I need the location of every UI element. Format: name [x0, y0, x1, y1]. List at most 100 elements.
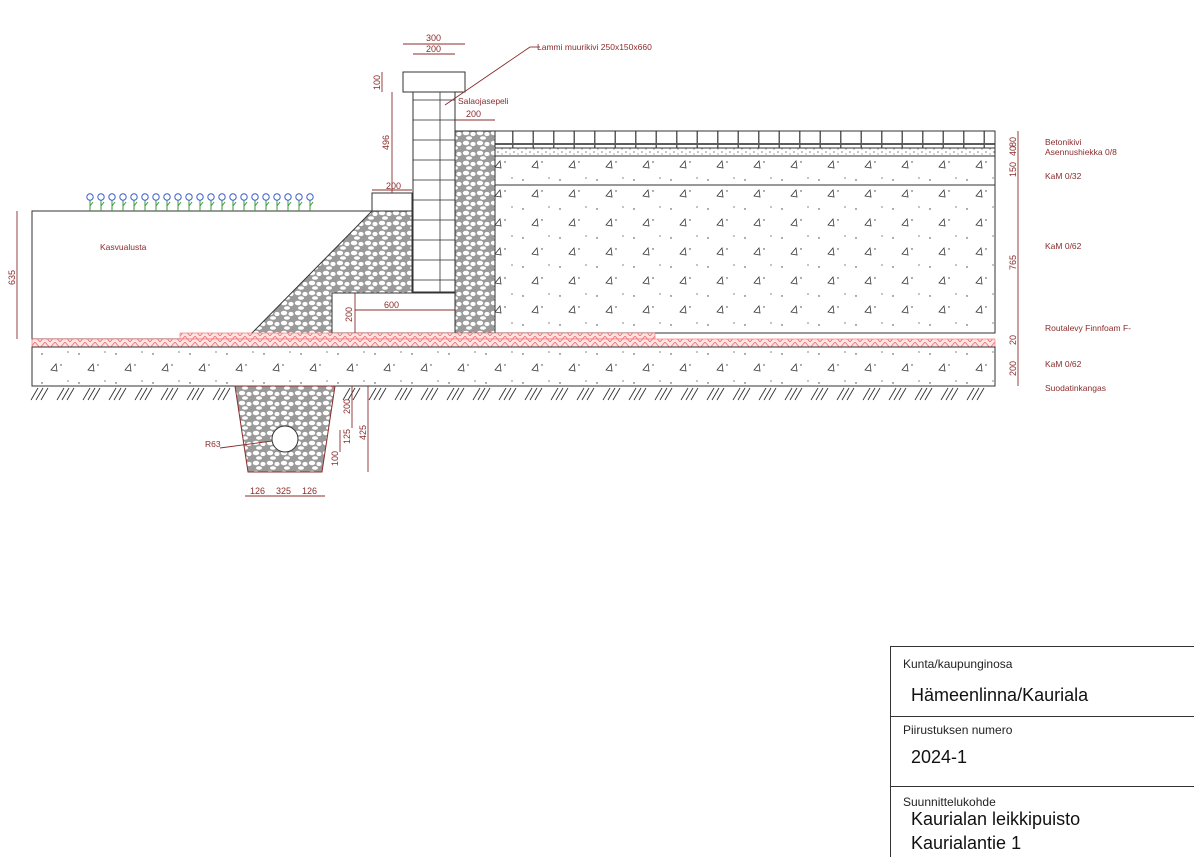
ground-hatch-line [550, 387, 559, 401]
ground-hatch-line [737, 387, 746, 401]
plant-icon [273, 193, 281, 211]
ground-hatch-line [430, 387, 439, 401]
plant-icon [229, 193, 237, 211]
sand-layer [494, 147, 996, 157]
plant-icon [306, 193, 314, 211]
plant-icon [295, 193, 303, 211]
drain-gravel-column [454, 130, 496, 334]
layer-label: KaM 0/32 [1045, 171, 1082, 181]
ground-hatch-line [113, 387, 122, 401]
ground-hatch-line [524, 387, 533, 401]
ground-hatch-line [165, 387, 174, 401]
plant-icon [240, 193, 248, 211]
ground-hatch-line [399, 387, 408, 401]
ground-hatch-line [862, 387, 871, 401]
ground-hatch-line [716, 387, 725, 401]
ground-hatch-line [872, 387, 881, 401]
paver-layer [494, 130, 996, 149]
ground-hatch-line [732, 387, 741, 401]
ground-hatch-line [867, 387, 876, 401]
base-layer [31, 346, 996, 387]
ground-hatch-line [898, 387, 907, 401]
ground-hatch-line [222, 387, 231, 401]
footing [331, 292, 456, 334]
plant-icon [218, 193, 226, 211]
project-value: Kaurialan leikkipuisto [911, 809, 1081, 829]
plant-icon [130, 193, 138, 211]
ground-hatch-line [976, 387, 985, 401]
plant-icon [174, 193, 182, 211]
project-label: Suunnittelukohde [903, 795, 996, 809]
ground-hatch-line [742, 387, 751, 401]
dim-text: 200 [386, 181, 401, 191]
ground-hatch-line [706, 387, 715, 401]
ground-hatch-line [451, 387, 460, 401]
plant-icon [284, 193, 292, 211]
ground-hatch-line [940, 387, 949, 401]
ground-hatch-line [924, 387, 933, 401]
ground-hatch-line [576, 387, 585, 401]
ground-hatch-line [711, 387, 720, 401]
kam062-layer [494, 184, 996, 334]
ground-hatch-line [498, 387, 507, 401]
ground-hatch-line [139, 387, 148, 401]
layer-label: Asennushiekka 0/8 [1045, 147, 1117, 157]
ground-hatch-line [893, 387, 902, 401]
ground-hatch-line [560, 387, 569, 401]
ground-hatch-line [888, 387, 897, 401]
ground-hatch-line [82, 387, 91, 401]
ground-hatch-line [342, 387, 351, 401]
ground-hatch-line [482, 387, 491, 401]
municipality-label: Kunta/kaupunginosa [903, 657, 1013, 671]
ground-hatch-line [607, 387, 616, 401]
ground-hatch-line [456, 387, 465, 401]
drain-gravel-label: Salaojasepeli [458, 96, 509, 106]
ground-hatch-line [186, 387, 195, 401]
plant-icon [152, 193, 160, 211]
plant-icon [207, 193, 215, 211]
ground-hatch-line [30, 387, 39, 401]
ground-hatch-line [633, 387, 642, 401]
ground-hatch-line [789, 387, 798, 401]
ground-hatch-line [196, 387, 205, 401]
ground-hatch-line [794, 387, 803, 401]
dim-text: 40 [1008, 146, 1018, 156]
ground-hatch-line [810, 387, 819, 401]
ground-hatch-line [628, 387, 637, 401]
ground-hatch-line [368, 387, 377, 401]
layer-label: Betonikivi [1045, 137, 1081, 147]
growing-medium-label: Kasvualusta [100, 242, 147, 252]
plant-icon [86, 193, 94, 211]
ground-hatch-line [144, 387, 153, 401]
ground-hatch-line [56, 387, 65, 401]
ground-hatch-line [352, 387, 361, 401]
ground-hatch-line [35, 387, 44, 401]
ground-hatch-line [914, 387, 923, 401]
ground-hatch-line [425, 387, 434, 401]
address-value: Kaurialantie 1 [911, 833, 1022, 853]
insulation-board [31, 338, 996, 348]
pipe-radius-label: R63 [205, 439, 221, 449]
ground-hatch-line [170, 387, 179, 401]
dim-text: 100 [330, 451, 340, 466]
layer-label: Suodatinkangas [1045, 383, 1106, 393]
ground-hatch-line [508, 387, 517, 401]
ground-hatch-line [503, 387, 512, 401]
title-block-project: Suunnittelukohde Kaurialan leikkipuisto … [890, 786, 1194, 857]
ground-hatch-line [394, 387, 403, 401]
ground-hatch-line [919, 387, 928, 401]
retaining-wall [412, 91, 456, 293]
title-block-drawing-number: Piirustuksen numero 2024-1 [890, 716, 1194, 787]
ground-hatch-line [664, 387, 673, 401]
ground-hatch-line [40, 387, 49, 401]
plant-icon [251, 193, 259, 211]
layer-label: KaM 0/62 [1045, 359, 1082, 369]
ground-hatch-line [586, 387, 595, 401]
ground-hatch-line [612, 387, 621, 401]
ground-hatch-line [92, 387, 101, 401]
ground-hatch-line [602, 387, 611, 401]
drawing-number-label: Piirustuksen numero [903, 723, 1013, 737]
ground-hatch-line [659, 387, 668, 401]
layer-label: KaM 0/62 [1045, 241, 1082, 251]
